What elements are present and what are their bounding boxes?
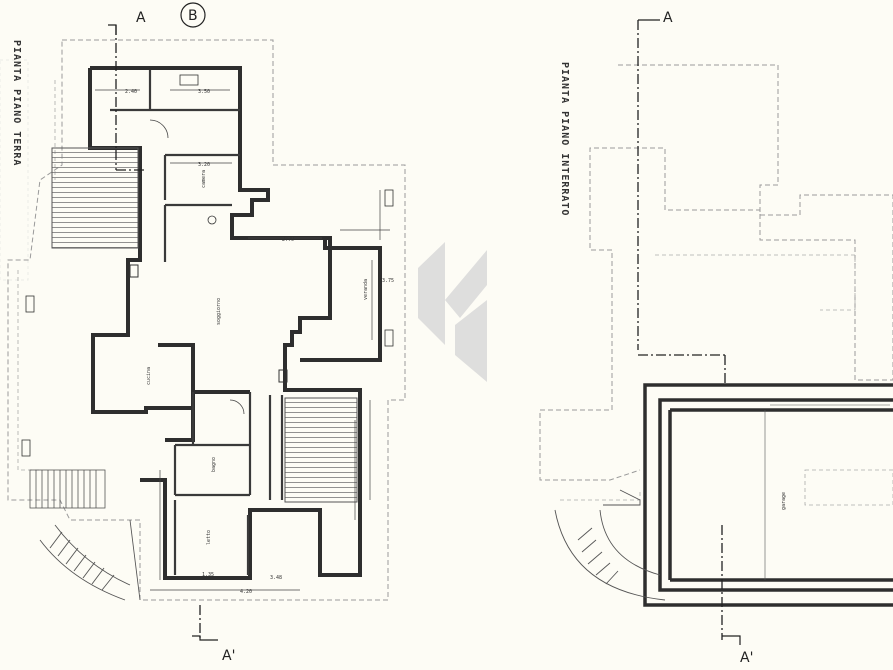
svg-text:3.50: 3.50 [198, 89, 210, 95]
dimension-lines [95, 89, 390, 591]
svg-text:3.75: 3.75 [382, 278, 394, 284]
svg-text:soggiorno: soggiorno [216, 298, 222, 325]
title-basement: PIANTA PIANO INTERRATO [559, 62, 570, 216]
svg-text:bagno: bagno [211, 457, 217, 472]
garage-walls [643, 383, 893, 607]
inner-walls [110, 70, 284, 575]
section-mark-b-label: B [188, 8, 198, 24]
section-mark-a-top-right: A [663, 10, 673, 26]
svg-text:garage: garage [781, 492, 787, 510]
section-line-a [115, 25, 201, 640]
watermark-logo [418, 242, 487, 382]
basement-plan: garage [539, 19, 893, 645]
curved-ramp-basement [554, 489, 666, 601]
section-line-a-right [637, 20, 726, 640]
dashed-footprint [539, 64, 893, 481]
section-mark-a-top-left: A [136, 10, 146, 26]
svg-text:veranda: veranda [363, 279, 369, 300]
hatched-area-left [51, 147, 139, 249]
svg-text:cucina: cucina [146, 367, 152, 385]
svg-text:letto: letto [206, 530, 212, 545]
svg-text:camera: camera [201, 170, 207, 188]
svg-text:3.20: 3.20 [198, 162, 210, 168]
svg-text:3.48: 3.48 [270, 575, 282, 581]
title-ground-floor: PIANTA PIANO TERRA [11, 40, 22, 166]
svg-text:4.20: 4.20 [240, 589, 252, 595]
curved-ramp-ground [39, 519, 141, 601]
dimension-text: 2.40 3.50 3.20 2.70 4.20 3.48 3.75 1.35 [125, 89, 394, 595]
room-labels: soggiorno veranda cucina camera bagno le… [146, 170, 369, 545]
stairs-ground [29, 469, 106, 509]
faded-lettering [0, 59, 29, 281]
svg-text:2.40: 2.40 [125, 89, 137, 95]
section-mark-a-prime-right: A' [740, 650, 753, 666]
section-mark-b-circle [180, 2, 206, 28]
section-mark-a-prime-left: A' [222, 648, 235, 664]
hatched-area-right [284, 397, 358, 503]
svg-text:2.70: 2.70 [282, 237, 294, 243]
lot-boundary [7, 39, 406, 601]
ground-floor-plan: 2.40 3.50 3.20 2.70 4.20 3.48 3.75 1.35 … [7, 24, 406, 641]
svg-text:1.35: 1.35 [202, 572, 214, 578]
